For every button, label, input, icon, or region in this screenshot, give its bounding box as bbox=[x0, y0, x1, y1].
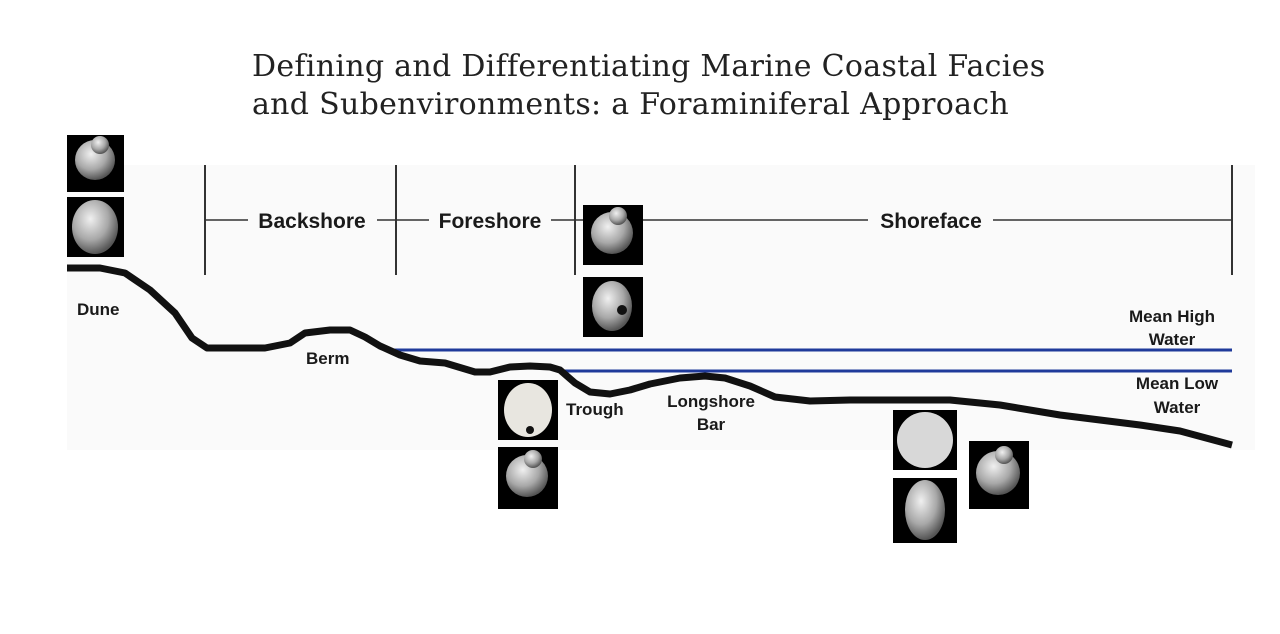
foram-image-shoreface-1 bbox=[583, 205, 643, 265]
label-longshore: Longshore bbox=[667, 392, 755, 411]
foram-image-offshore-3 bbox=[969, 441, 1029, 509]
zone-label-shoreface: Shoreface bbox=[880, 210, 982, 233]
zone-label-backshore: Backshore bbox=[258, 210, 365, 233]
foram-image-shoreface-2 bbox=[583, 277, 643, 337]
foram-image-trough-2 bbox=[498, 447, 558, 509]
foram-image-offshore-1 bbox=[893, 410, 957, 470]
beach-profile-line bbox=[67, 264, 1233, 449]
label-mean-low: Mean Low bbox=[1136, 374, 1219, 393]
title-line-1: Defining and Differentiating Marine Coas… bbox=[252, 49, 1046, 84]
label-berm: Berm bbox=[306, 349, 349, 368]
label-bar: Bar bbox=[697, 415, 726, 434]
zone-label-foreshore: Foreshore bbox=[439, 210, 542, 233]
label-trough: Trough bbox=[566, 400, 624, 419]
label-dune: Dune bbox=[77, 300, 120, 319]
label-mean-high-water: Water bbox=[1149, 330, 1196, 349]
foram-image-dune-2 bbox=[67, 197, 124, 257]
foram-image-dune-1 bbox=[67, 135, 124, 192]
foram-image-offshore-2 bbox=[893, 478, 957, 543]
diagram-background bbox=[67, 165, 1255, 450]
foram-image-trough-1 bbox=[498, 380, 558, 440]
label-mean-low-water: Water bbox=[1154, 398, 1201, 417]
title-line-2: and Subenvironments: a Foraminiferal App… bbox=[252, 87, 1010, 122]
label-mean-high: Mean High bbox=[1129, 307, 1215, 326]
diagram-title: Defining and Differentiating Marine Coas… bbox=[252, 48, 1045, 124]
